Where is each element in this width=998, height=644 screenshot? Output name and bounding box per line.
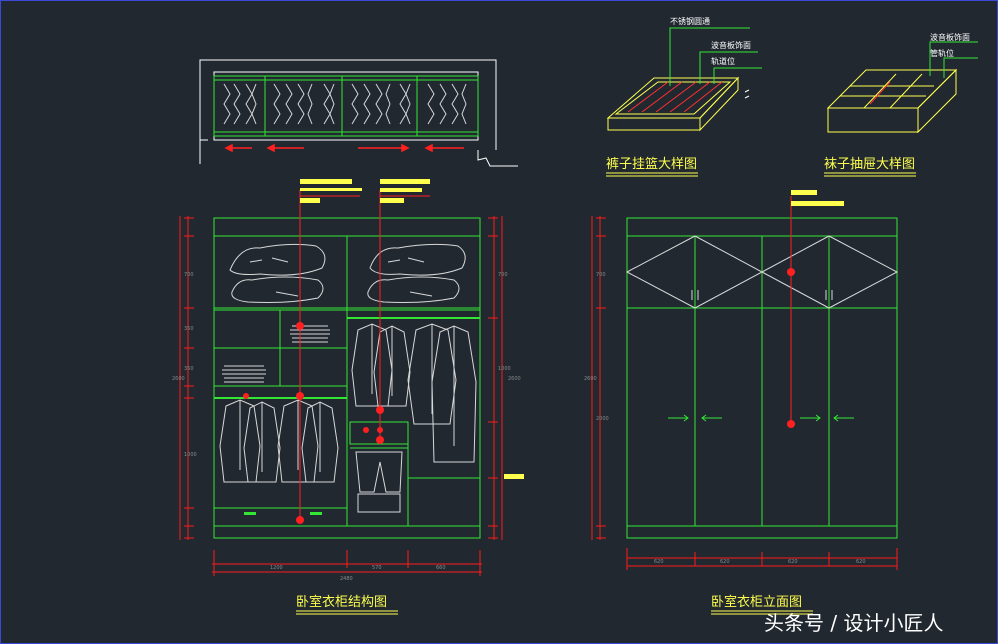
watermark: 头条号 / 设计小匠人 [764,611,943,635]
trouser-basket-title: 裤子挂篮大样图 [606,157,697,172]
svg-text:350: 350 [184,366,194,372]
basket-label-1: 不锈钢圆通 [670,16,710,26]
svg-text:570: 570 [372,565,382,571]
dimension-lines-right [591,216,898,570]
annotation-bars-right [791,190,844,206]
wardrobe-structure-drawing: 700 350 350 1000 2600 700 1000 2600 1200… [172,179,524,582]
sock-drawer-title: 袜子抽屉大样图 [824,157,915,172]
drawing-titles: 不锈钢圆通 波音板饰面 轨道位 波音板饰面 管轨位 裤子挂篮大样图 袜子抽屉大样… [296,16,970,635]
sock-drawer-detail [826,41,978,134]
door-handles [691,290,833,300]
dimension-text-right: 700 2000 2600 620 620 620 620 [584,272,866,565]
svg-text:700: 700 [184,272,194,278]
svg-text:1000: 1000 [184,452,197,458]
hanging-shirts-left [219,399,339,483]
svg-text:620: 620 [788,559,798,565]
dimension-lines-left [179,216,503,576]
annotation-leaders-left [299,190,430,520]
svg-text:2000: 2000 [596,416,609,422]
wardrobe-elevation-drawing: 700 2000 2600 620 620 620 620 [584,190,899,570]
trouser-basket-detail [606,27,762,132]
svg-text:620: 620 [654,559,664,565]
folded-clothes-sketch [222,325,330,383]
drawer-label-1: 波音板饰面 [930,32,970,42]
basket-label-3: 轨道位 [711,56,735,66]
trousers-sketch [355,451,403,513]
door-diamonds [625,235,899,309]
svg-text:700: 700 [498,272,508,278]
wardrobe-plan-view [199,59,518,167]
door-pull-marks [668,414,854,422]
hanging-coats-right [351,323,477,463]
svg-text:700: 700 [596,272,606,278]
sliding-arrows [224,143,464,153]
annotation-markers-right [787,268,795,428]
svg-text:2600: 2600 [172,376,185,382]
annotation-markers-left [243,322,384,524]
svg-text:620: 620 [856,559,866,565]
svg-text:660: 660 [436,565,446,571]
drawer-label-2: 管轨位 [930,48,954,58]
elevation-drawing-title: 卧室衣柜立面图 [711,594,802,610]
pillow-sketches [229,243,466,303]
hanger-symbols [223,83,467,125]
svg-text:1200: 1200 [270,565,283,571]
svg-text:350: 350 [184,326,194,332]
annotation-bars-left [300,179,524,479]
svg-text:2480: 2480 [340,576,353,582]
structure-drawing-title: 卧室衣柜结构图 [296,594,387,610]
svg-text:2600: 2600 [508,376,521,382]
svg-text:620: 620 [720,559,730,565]
dimension-text-left: 700 350 350 1000 2600 700 1000 2600 1200… [172,272,521,582]
svg-text:2600: 2600 [584,376,597,382]
svg-text:1000: 1000 [498,366,511,372]
basket-label-2: 波音板饰面 [711,40,751,50]
